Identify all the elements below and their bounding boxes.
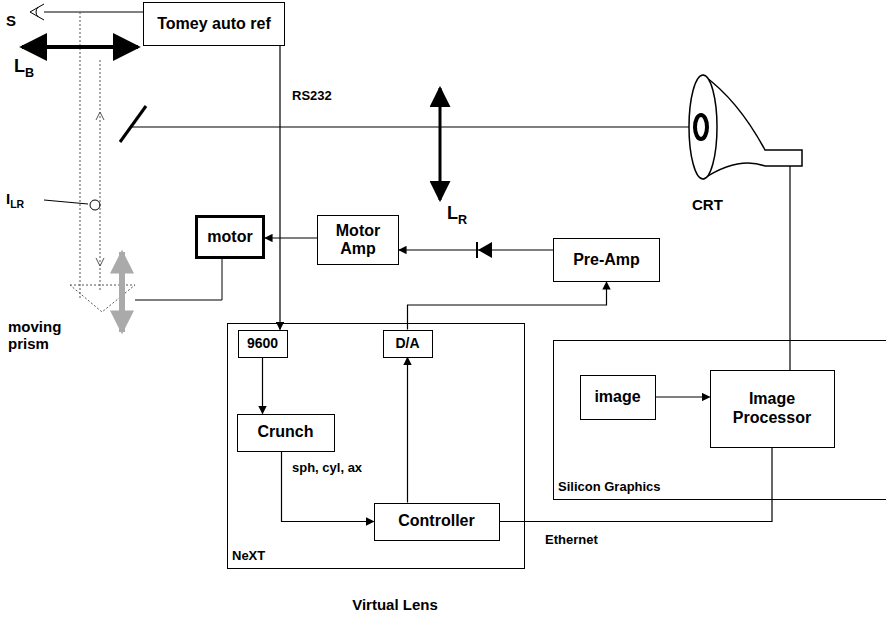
data-box: image xyxy=(580,375,656,420)
instrument-box: Tomey auto ref xyxy=(143,2,285,46)
amplifier-box: Pre-Amp xyxy=(553,238,660,282)
beam-splitter xyxy=(120,106,146,142)
crt-spot xyxy=(695,115,707,139)
sight-line xyxy=(44,12,143,13)
eye-symbol xyxy=(30,4,44,20)
connector xyxy=(656,396,710,397)
process-box: Image Processor xyxy=(710,370,835,448)
target-circle xyxy=(90,200,100,210)
node-text: Tomey auto ref xyxy=(154,15,274,33)
lens-label: LR xyxy=(447,203,467,227)
process-box: Controller xyxy=(374,503,500,541)
connector-label: Ethernet xyxy=(543,532,600,547)
lens-symbol xyxy=(439,88,442,200)
process-box: Crunch xyxy=(237,414,335,452)
crt-face xyxy=(689,75,717,179)
part-label: moving prism xyxy=(8,318,88,353)
node-text: Pre-Amp xyxy=(570,251,643,269)
caption: Virtual Lens xyxy=(352,596,438,613)
node-text: D/A xyxy=(392,335,422,351)
lens-symbol xyxy=(22,45,138,49)
connector xyxy=(265,237,317,238)
path-direction xyxy=(96,258,104,266)
node-text: NeXT xyxy=(232,549,265,564)
prism-shape xyxy=(70,285,135,312)
observer-label: S xyxy=(6,12,16,29)
node-text: Controller xyxy=(395,512,477,530)
node-text: Crunch xyxy=(255,423,317,441)
eye-pupil xyxy=(36,7,38,17)
port-box: 9600 xyxy=(238,330,288,358)
beam-line xyxy=(132,126,692,127)
connector xyxy=(500,448,773,522)
prism-motion-arrow xyxy=(119,252,125,332)
node-text: 9600 xyxy=(244,335,281,351)
connector xyxy=(399,249,553,250)
motor-box: motor xyxy=(195,215,265,259)
node-text: image xyxy=(591,388,643,406)
optical-path xyxy=(80,12,81,300)
computer-container: Silicon Graphics image Image Processor xyxy=(553,340,886,500)
computer-container: NeXT 9600 D/A CrunchController xyxy=(227,323,525,569)
path-direction xyxy=(96,112,104,120)
node-text: motor xyxy=(204,228,255,246)
target-label: ILR xyxy=(6,190,24,210)
leader-line xyxy=(44,200,88,204)
converter-box: D/A xyxy=(383,330,433,358)
node-text: Silicon Graphics xyxy=(558,480,661,495)
node-text: Motor Amp xyxy=(318,222,398,259)
connector-label: RS232 xyxy=(290,88,334,103)
crt-tube xyxy=(703,75,802,179)
connector xyxy=(262,358,263,414)
amplifier-box: Motor Amp xyxy=(317,215,399,265)
connector xyxy=(279,46,280,330)
motor-linkage xyxy=(135,259,222,300)
optical-path xyxy=(100,60,101,290)
display-label: CRT xyxy=(692,196,723,213)
connector xyxy=(407,358,408,503)
connector xyxy=(282,452,374,522)
node-text: Image Processor xyxy=(711,390,834,427)
lens-label: LB xyxy=(14,56,34,80)
connector-label: sph, cyl, ax xyxy=(290,460,364,475)
